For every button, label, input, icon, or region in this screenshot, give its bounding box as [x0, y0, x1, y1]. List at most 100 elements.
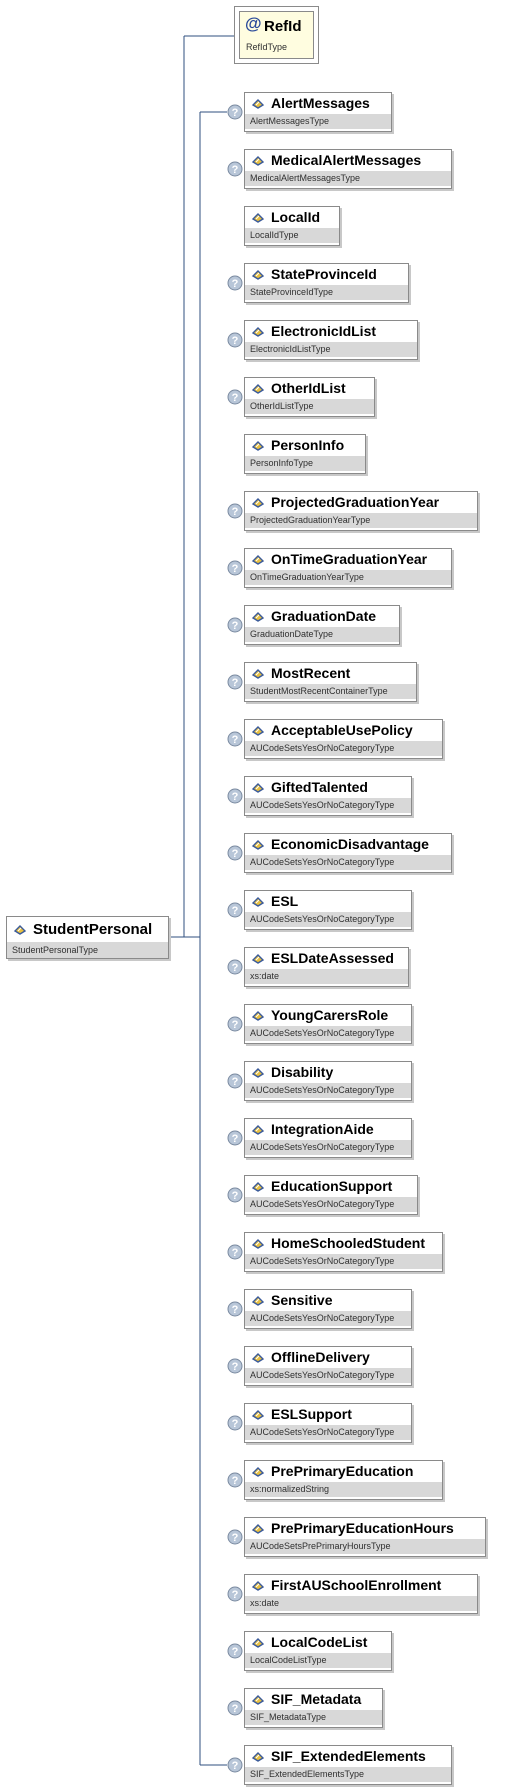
- svg-text:?: ?: [232, 962, 239, 974]
- element-diamond-icon: [251, 555, 265, 565]
- svg-text:?: ?: [232, 1133, 239, 1145]
- element-diamond-icon: [251, 270, 265, 280]
- svg-text:?: ?: [232, 1361, 239, 1373]
- attribute-type: RefIdType: [246, 42, 288, 52]
- element-name: OnTimeGraduationYear: [271, 551, 428, 567]
- element-type: ElectronicIdListType: [245, 342, 417, 357]
- element-name: GraduationDate: [271, 608, 377, 624]
- element-name: AcceptableUsePolicy: [271, 722, 413, 738]
- element-esl[interactable]: ESL AUCodeSetsYesOrNoCategoryType: [244, 890, 412, 930]
- element-type: ProjectedGraduationYearType: [245, 513, 477, 528]
- element-name: SIF_Metadata: [271, 1691, 362, 1707]
- question-mark-icon: ?: [227, 1415, 243, 1431]
- element-diamond-icon: [251, 1638, 265, 1648]
- element-type: StudentMostRecentContainerType: [245, 684, 416, 699]
- question-mark-icon: ?: [227, 1244, 243, 1260]
- svg-text:?: ?: [232, 1304, 239, 1316]
- at-sign-icon: @: [245, 14, 262, 33]
- element-diamond-icon: [251, 612, 265, 622]
- element-name: GiftedTalented: [271, 779, 368, 795]
- element-diamond-icon: [251, 1011, 265, 1021]
- element-name: LocalCodeList: [271, 1634, 368, 1650]
- element-type: AUCodeSetsYesOrNoCategoryType: [245, 1026, 411, 1041]
- element-type: AUCodeSetsYesOrNoCategoryType: [245, 1368, 411, 1383]
- element-diamond-icon: [251, 213, 265, 223]
- element-type: AUCodeSetsYesOrNoCategoryType: [245, 912, 411, 927]
- element-diamond-icon: [251, 1524, 265, 1534]
- element-name: ESLSupport: [271, 1406, 352, 1422]
- element-name: PrePrimaryEducation: [271, 1463, 414, 1479]
- question-mark-icon: ?: [227, 389, 243, 405]
- svg-text:?: ?: [232, 791, 239, 803]
- question-mark-icon: ?: [227, 161, 243, 177]
- question-mark-icon: ?: [227, 560, 243, 576]
- element-type: LocalIdType: [245, 228, 339, 243]
- svg-text:?: ?: [232, 1475, 239, 1487]
- element-diamond-icon: [251, 1125, 265, 1135]
- element-diamond-icon: [251, 99, 265, 109]
- element-type: OtherIdListType: [245, 399, 374, 414]
- question-mark-icon: ?: [227, 731, 243, 747]
- element-diamond-icon: [251, 840, 265, 850]
- element-type: OnTimeGraduationYearType: [245, 570, 451, 585]
- element-diamond-icon: [251, 954, 265, 964]
- question-mark-icon: ?: [227, 1187, 243, 1203]
- element-name: ESL: [271, 893, 299, 909]
- element-name: HomeSchooledStudent: [271, 1235, 426, 1251]
- element-type: AUCodeSetsYesOrNoCategoryType: [245, 1140, 411, 1155]
- question-mark-icon: ?: [227, 1130, 243, 1146]
- element-name: SIF_ExtendedElements: [271, 1748, 426, 1764]
- element-type: StateProvinceIdType: [245, 285, 408, 300]
- element-diamond-icon: [251, 1239, 265, 1249]
- element-name: Sensitive: [271, 1292, 333, 1308]
- question-mark-icon: ?: [227, 104, 243, 120]
- element-diamond-icon: [13, 925, 27, 935]
- question-mark-icon: ?: [227, 1586, 243, 1602]
- element-diamond-icon: [251, 1410, 265, 1420]
- question-mark-icon: ?: [227, 788, 243, 804]
- svg-text:?: ?: [232, 905, 239, 917]
- element-name: IntegrationAide: [271, 1121, 374, 1137]
- svg-text:?: ?: [232, 1076, 239, 1088]
- svg-text:?: ?: [232, 506, 239, 518]
- element-name: StateProvinceId: [271, 266, 377, 282]
- element-name: Disability: [271, 1064, 334, 1080]
- attribute-refid[interactable]: @ RefId RefIdType: [239, 11, 314, 59]
- question-mark-icon: ?: [227, 275, 243, 291]
- question-mark-icon: ?: [227, 674, 243, 690]
- element-diamond-icon: [251, 327, 265, 337]
- svg-text:?: ?: [232, 1019, 239, 1031]
- question-mark-icon: ?: [227, 959, 243, 975]
- root-element-studentpersonal[interactable]: StudentPersonal StudentPersonalType: [6, 916, 169, 959]
- element-type: LocalCodeListType: [245, 1653, 391, 1668]
